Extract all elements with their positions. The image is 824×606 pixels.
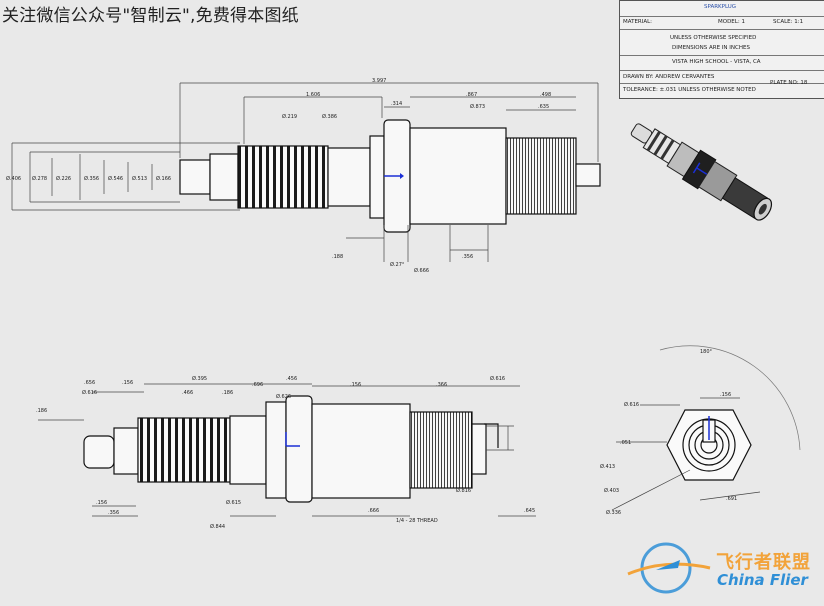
title-block-drawn-by: DRAWN BY: ANDREW CERVANTES (623, 74, 715, 80)
title-block-plate: PLATE NO: 18 (770, 80, 808, 86)
dim-mid-17: 1/4 - 28 THREAD (396, 518, 438, 524)
end-view-hex (666, 409, 752, 481)
dim-left-4: Ø.356 (84, 175, 99, 182)
section-threaded-section (409, 411, 473, 489)
dim-mid-19: .156 (96, 500, 107, 506)
end-view (659, 345, 801, 481)
title-block-material: MATERIAL: (623, 19, 653, 25)
dim-dia-a: Ø.219 (282, 113, 297, 120)
dim-left-7: Ø.166 (156, 175, 171, 182)
dim-mid-20: .356 (108, 510, 119, 516)
dim-bottom-3: Ø.666 (414, 267, 429, 274)
end-view-dim-lines (611, 397, 761, 511)
section-ground-electrode (484, 423, 499, 448)
dim-end-5: Ø.413 (600, 463, 615, 470)
dim-end-8: .691 (726, 496, 737, 502)
watermark-en: China Flier (717, 571, 808, 589)
dim-end-4: .051 (620, 440, 631, 446)
watermark-banner-text: 关注微信公众号"智制云",免费得本图纸 (2, 6, 299, 26)
dim-mid-18: Ø.615 (226, 499, 241, 506)
dim-left-1: Ø.406 (6, 175, 21, 182)
dim-mid-15: .666 (368, 508, 379, 514)
title-block-school: VISTA HIGH SCHOOL - VISTA, CA (672, 59, 761, 65)
top-insulator-body (327, 147, 371, 207)
dim-mid-12: Ø.616 (490, 375, 505, 382)
dim-mid-1: .656 (84, 380, 95, 386)
section-insulator-body (229, 415, 267, 485)
section-shell-crimp (265, 401, 287, 499)
title-block-scale: SCALE: 1:1 (773, 19, 804, 25)
dim-top-4: .498 (540, 92, 551, 98)
dim-top-2: .314 (391, 101, 402, 107)
dim-end-7: Ø.336 (606, 509, 621, 516)
dim-bottom-4: .356 (462, 254, 473, 260)
dim-mid-13: .186 (36, 408, 47, 414)
top-electrode-tip (575, 163, 601, 187)
dim-mid-7: .456 (286, 376, 297, 382)
dim-end-2: Ø.616 (624, 401, 639, 408)
dim-mid-21: Ø.816 (456, 487, 471, 494)
section-view-dim-lines (38, 383, 536, 517)
watermark-cn: 飞行者联盟 (716, 552, 811, 573)
dim-top-3: .867 (466, 92, 477, 98)
dim-end-1: 180° (700, 349, 713, 355)
dim-top-overall: 3.997 (372, 78, 386, 84)
dim-mid-6: .186 (222, 390, 233, 396)
title-block: SPARKPLUG MATERIAL: MODEL: 1 SCALE: 1:1 … (619, 0, 824, 99)
dim-mid-8: .696 (252, 382, 263, 388)
dim-mid-5: .466 (182, 390, 193, 396)
dim-dia-b: Ø.386 (322, 113, 337, 120)
dim-mid-2: Ø.616 (82, 389, 97, 396)
dim-end-3: .156 (720, 392, 731, 398)
section-shell-body (311, 403, 411, 499)
section-hex-nut (285, 395, 313, 503)
top-shell-crimp (369, 135, 385, 219)
title-block-model: MODEL: 1 (718, 19, 745, 25)
dim-mid-4: Ø.395 (192, 375, 207, 382)
dim-mid-14: Ø.844 (210, 523, 225, 530)
dim-mid-16: .645 (524, 508, 535, 514)
dim-left-5: Ø.546 (108, 175, 123, 182)
title-block-tolerance: TOLERANCE: ±.031 UNLESS OTHERWISE NOTED (623, 87, 756, 93)
section-insulator-ribs (137, 417, 231, 483)
china-flier-watermark: 飞行者联盟 China Flier (620, 538, 824, 602)
dim-mid-3: .156 (122, 380, 133, 386)
dim-bottom-1: .188 (332, 254, 343, 260)
dim-bottom-2: Ø.27° (390, 261, 405, 268)
dim-top-1: 1.606 (306, 92, 320, 98)
dim-mid-11: .366 (436, 382, 447, 388)
section-shell-end (471, 423, 487, 475)
top-view (179, 119, 601, 233)
top-view-dim-lines (11, 82, 599, 262)
dim-left-6: Ø.513 (132, 175, 147, 182)
end-view-angle-arc (659, 345, 801, 451)
title-block-title: SPARKPLUG (704, 4, 737, 10)
top-insulator-ribs (237, 145, 329, 209)
top-shell-body (409, 127, 507, 225)
dim-mid-10: .156 (350, 382, 361, 388)
title-block-note-2: DIMENSIONS ARE IN INCHES (672, 45, 750, 51)
section-view-origin-marker (285, 432, 300, 447)
top-threaded-section (505, 137, 577, 215)
dim-left-2: Ø.278 (32, 175, 47, 182)
dim-top-5: .635 (538, 104, 549, 110)
top-view-origin-marker (384, 173, 404, 179)
dim-mid-9: Ø.626 (276, 393, 291, 400)
section-view (83, 395, 499, 503)
top-terminal-neck (209, 153, 239, 201)
dim-left-3: Ø.226 (56, 175, 71, 182)
top-terminal-tip (179, 159, 211, 195)
section-terminal-tip (83, 435, 115, 469)
section-terminal-neck (113, 427, 139, 475)
isometric-view (630, 123, 773, 221)
dim-dia-c: Ø.873 (470, 103, 485, 110)
dim-end-6: Ø.403 (604, 487, 619, 494)
title-block-note-1: UNLESS OTHERWISE SPECIFIED (670, 35, 757, 41)
china-flier-logo-icon (627, 542, 711, 594)
